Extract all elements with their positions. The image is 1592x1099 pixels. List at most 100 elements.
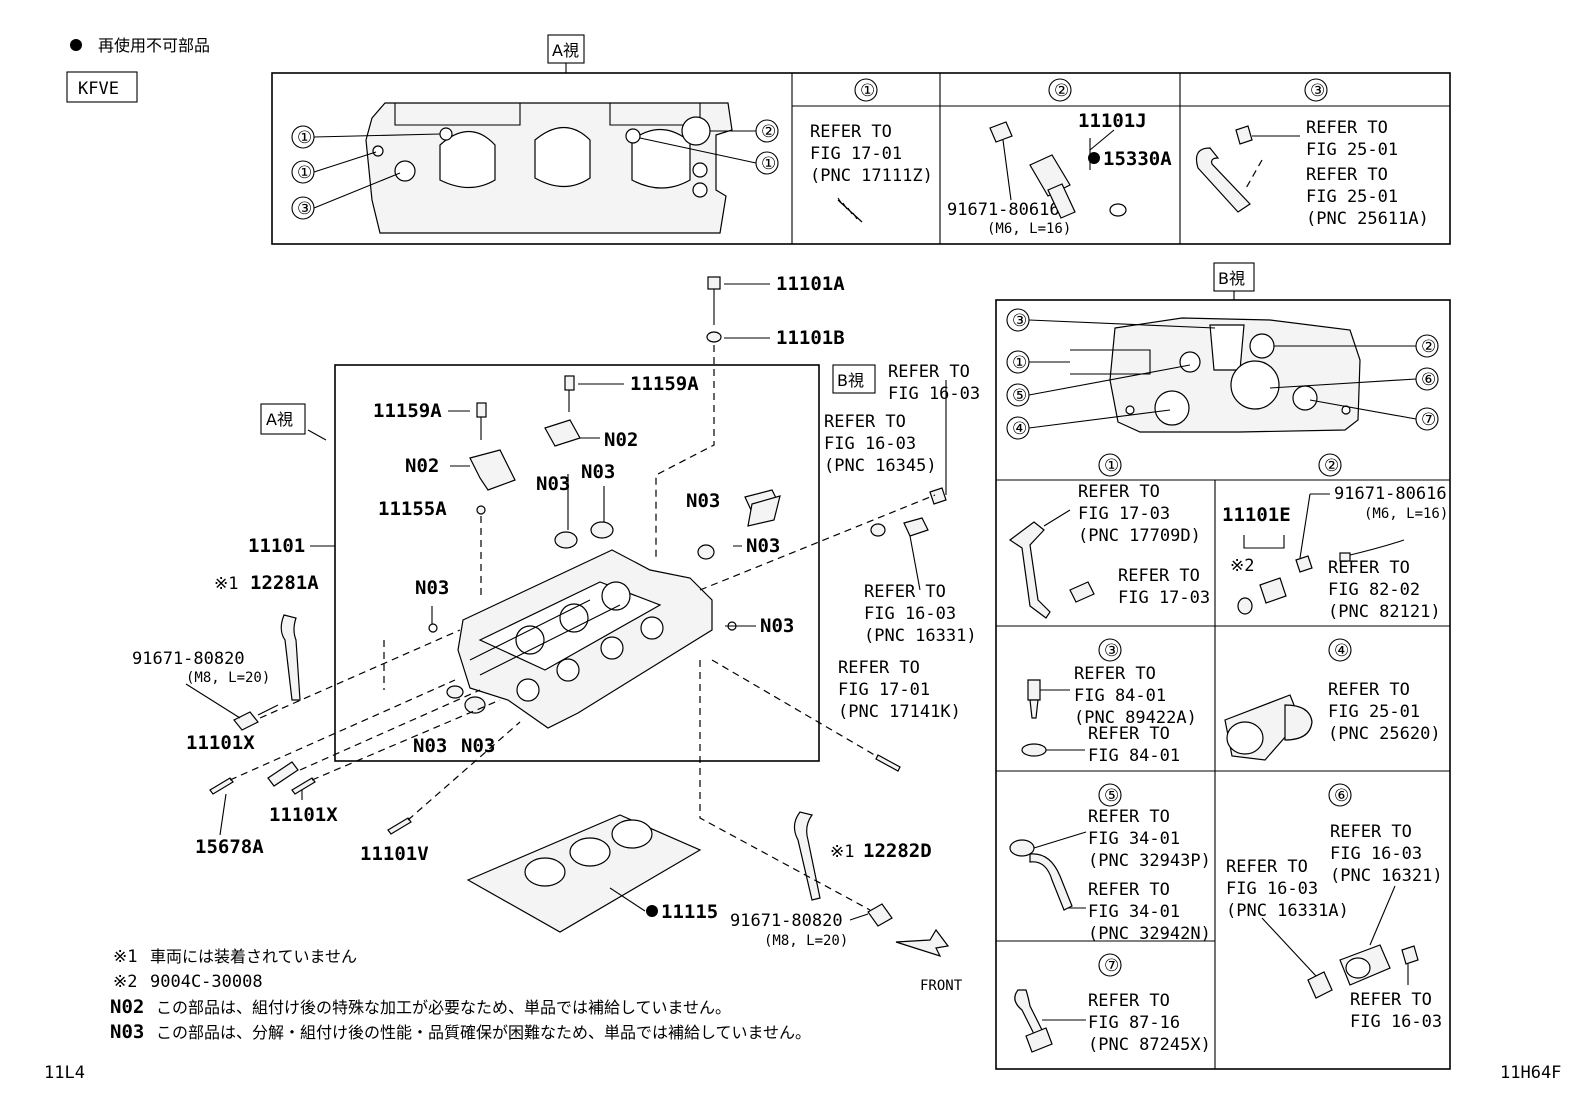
front-arrow-icon [895, 928, 950, 958]
svg-text:①: ① [1012, 353, 1027, 373]
svg-text:REFER TO: REFER TO [1306, 118, 1388, 138]
svg-text:REFER TO: REFER TO [1074, 664, 1156, 684]
a-cell-1-ref: REFER TO FIG 17-01 (PNC 17111Z) [810, 122, 933, 186]
non-reusable-dot-icon [646, 905, 658, 917]
front-label: FRONT [920, 978, 963, 994]
b-view-pointer: B視 [832, 364, 876, 394]
svg-text:FIG 17-03: FIG 17-03 [1078, 504, 1170, 524]
svg-text:⑦: ⑦ [1104, 956, 1119, 976]
svg-text:(M6, L=16): (M6, L=16) [987, 221, 1071, 237]
part-11101X-left: 11101X [186, 732, 255, 754]
svg-text:REFER TO: REFER TO [1088, 724, 1170, 744]
a-view-callouts: ① ① ③ ② ① [291, 119, 779, 220]
svg-text:⑤: ⑤ [1012, 386, 1027, 406]
head-bolt-11101A [655, 276, 722, 560]
svg-text:②: ② [761, 122, 776, 142]
bolt-91671-80820-right: 91671-80820 [730, 911, 843, 931]
svg-text:REFER TO: REFER TO [1350, 990, 1432, 1010]
svg-text:(M6, L=16): (M6, L=16) [1364, 506, 1448, 522]
svg-text:FIG 16-03: FIG 16-03 [864, 604, 956, 624]
svg-text:REFER TO: REFER TO [1078, 482, 1160, 502]
svg-text:REFER TO: REFER TO [1330, 822, 1412, 842]
svg-text:(PNC 16345): (PNC 16345) [824, 456, 937, 476]
b-cell-6-ref: REFER TO FIG 16-03 (PNC 16321) REFER TO … [1226, 822, 1443, 1032]
svg-text:FIG 16-03: FIG 16-03 [1330, 844, 1422, 864]
svg-text:FIG 16-03: FIG 16-03 [824, 434, 916, 454]
svg-text:FIG 87-16: FIG 87-16 [1088, 1013, 1180, 1033]
b-side-parts [699, 380, 947, 772]
svg-text:(PNC 17141K): (PNC 17141K) [838, 702, 961, 722]
svg-text:⑥: ⑥ [1334, 786, 1349, 806]
svg-text:③: ③ [1104, 641, 1119, 661]
svg-text:車両には装着されていません: 車両には装着されていません [150, 947, 357, 966]
svg-text:REFER TO: REFER TO [1226, 857, 1308, 877]
svg-text:(PNC 16331): (PNC 16331) [864, 626, 977, 646]
note-mark-2: ※2 [1230, 556, 1254, 576]
svg-text:※1: ※1 [113, 947, 137, 967]
svg-text:③: ③ [1310, 81, 1325, 101]
svg-text:FIG 82-02: FIG 82-02 [1328, 580, 1420, 600]
footer-code-left: 11L4 [44, 1063, 85, 1083]
a-view-panel [271, 72, 1451, 245]
part-12282D: 12282D [863, 840, 932, 862]
svg-text:(M8, L=20): (M8, L=20) [186, 670, 270, 686]
svg-text:REFER TO: REFER TO [1328, 680, 1410, 700]
water-outlet-icon [1224, 694, 1313, 761]
svg-text:①: ① [297, 128, 312, 148]
bolts-left [185, 629, 521, 836]
cylinder-head-b-view [1109, 317, 1361, 433]
bracket-12281A [280, 614, 385, 701]
svg-text:②: ② [1421, 337, 1436, 357]
b-cell-6-parts [1261, 885, 1419, 999]
label-n03-c: N03 [686, 490, 720, 512]
b-cell-2-part [1237, 535, 1405, 615]
a-view-pointer: A視 [260, 403, 327, 441]
svg-text:(PNC 25611A): (PNC 25611A) [1306, 209, 1429, 229]
svg-text:FIG 34-01: FIG 34-01 [1088, 902, 1180, 922]
svg-text:この部品は、分解・組付け後の性能・品質確保が困難なため、単品: この部品は、分解・組付け後の性能・品質確保が困難なため、単品では補給していません… [156, 1023, 811, 1042]
svg-text:REFER TO: REFER TO [1088, 991, 1170, 1011]
svg-text:①: ① [297, 163, 312, 183]
bolt-91671-80616-b: 91671-80616 [1334, 484, 1447, 504]
non-reusable-dot-icon [70, 39, 82, 51]
svg-text:FIG 17-01: FIG 17-01 [838, 680, 930, 700]
svg-text:(PNC 17111Z): (PNC 17111Z) [810, 166, 933, 186]
part-11155A: 11155A [378, 498, 447, 520]
label-n03-a: N03 [536, 473, 570, 495]
svg-text:(PNC 16321): (PNC 16321) [1330, 866, 1443, 886]
svg-text:⑥: ⑥ [1421, 370, 1436, 390]
svg-text:(PNC 32942N): (PNC 32942N) [1088, 924, 1211, 944]
engine-code: KFVE [78, 79, 119, 99]
svg-text:(PNC 87245X): (PNC 87245X) [1088, 1035, 1211, 1055]
svg-text:(PNC 17709D): (PNC 17709D) [1078, 526, 1201, 546]
refer-block-d: REFER TO FIG 16-03 (PNC 16331) [864, 582, 977, 646]
engine-code-box [66, 71, 138, 103]
part-11159A-right: 11159A [630, 373, 699, 395]
label-n03-f: N03 [760, 615, 794, 637]
svg-text:FIG 25-01: FIG 25-01 [1328, 702, 1420, 722]
hose-icon [1195, 125, 1300, 213]
a-cell-1-marker [854, 78, 878, 102]
refer-block-b: REFER TO FIG 16-03 [888, 362, 980, 404]
b-cell-1-part [1008, 509, 1095, 619]
part-11159A-left: 11159A [373, 400, 442, 422]
svg-text:(PNC 32943P): (PNC 32943P) [1088, 851, 1211, 871]
gasket-11115 [466, 814, 702, 933]
legend-text: 再使用不可部品 [98, 36, 210, 55]
label-n02-left: N02 [405, 455, 439, 477]
b-cell-1-ref: REFER TO FIG 17-03 (PNC 17709D) REFER TO… [1078, 482, 1210, 608]
part-15678A: 15678A [195, 836, 264, 858]
svg-text:REFER TO: REFER TO [1088, 880, 1170, 900]
svg-text:④: ④ [1334, 641, 1349, 661]
svg-text:①: ① [860, 81, 875, 101]
b-cell-7-hose [1014, 989, 1086, 1053]
label-n03-e: N03 [415, 577, 449, 599]
camshaft-cap-left [450, 402, 516, 600]
footer-code-right: 11H64F [1500, 1063, 1561, 1083]
b-cell-4-ref: REFER TO FIG 25-01 (PNC 25620) [1328, 680, 1441, 744]
b-cell-5-ref: REFER TO FIG 34-01 (PNC 32943P) REFER TO… [1088, 807, 1211, 944]
label-n03-b: N03 [581, 461, 615, 483]
svg-text:FIG 25-01: FIG 25-01 [1306, 140, 1398, 160]
note-mark-1b: ※1 [830, 842, 854, 862]
